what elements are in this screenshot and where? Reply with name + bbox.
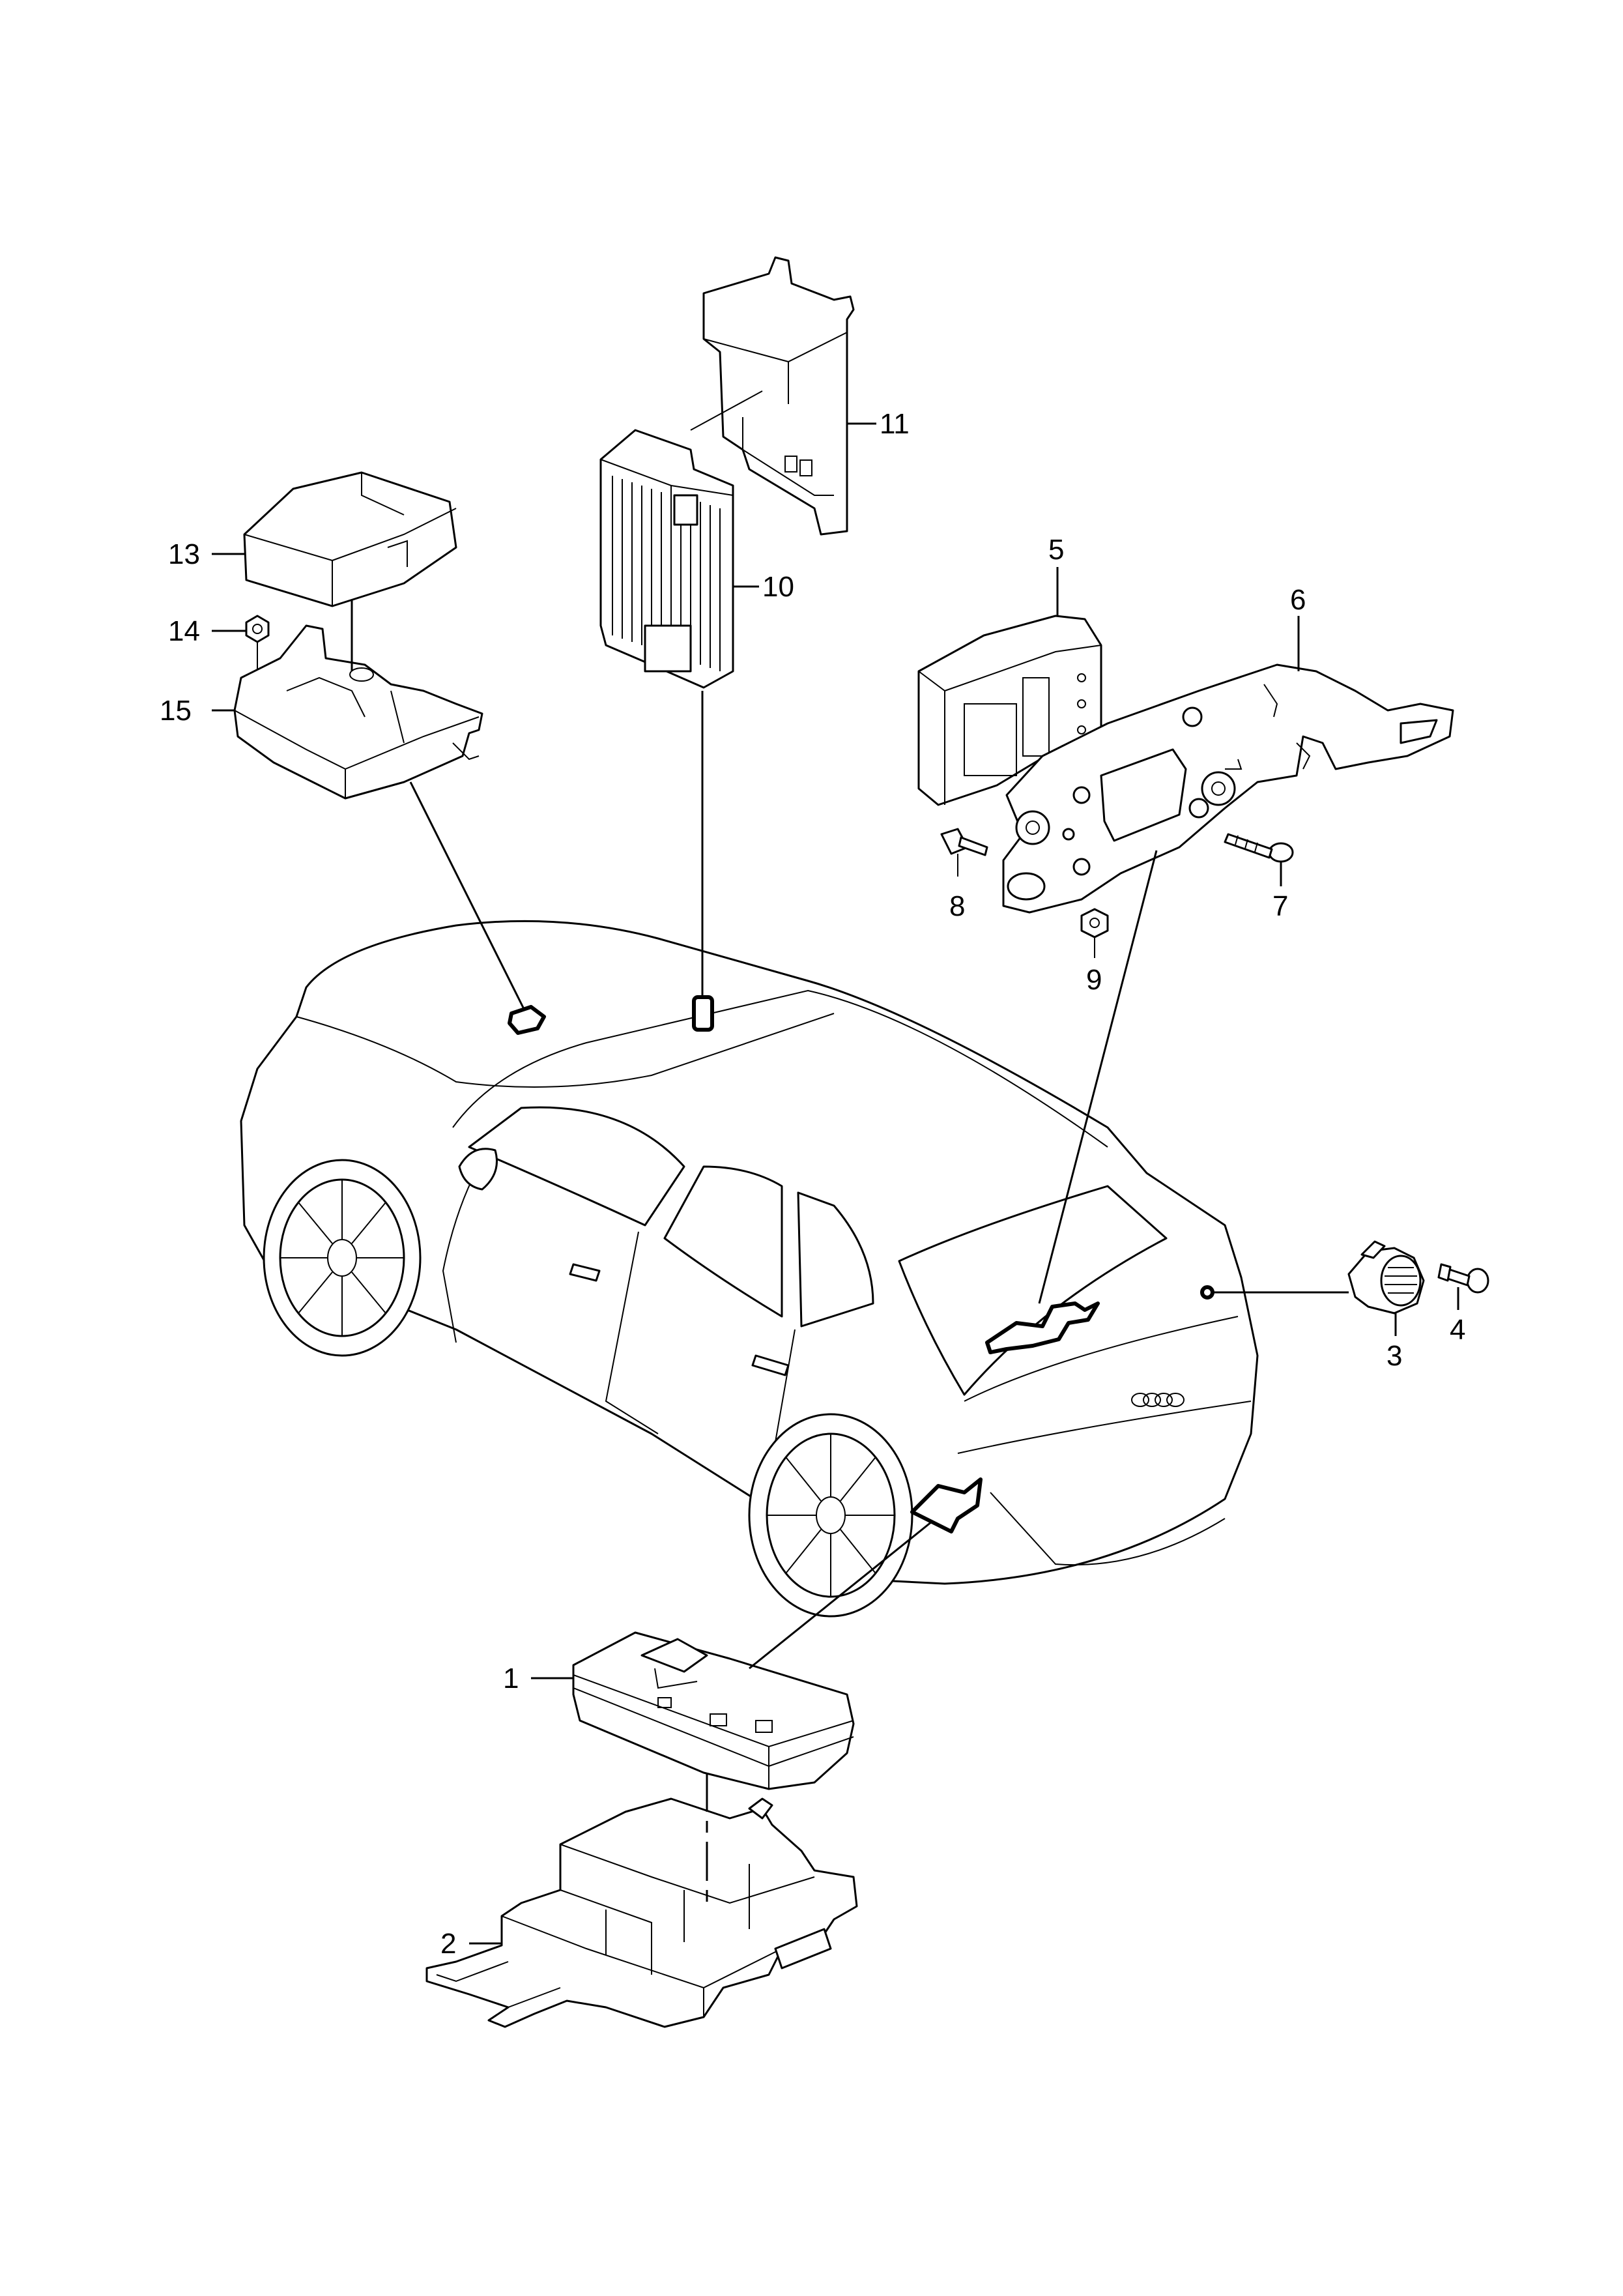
leader-13-15-to-vehicle bbox=[409, 781, 526, 1011]
callout-4: 4 bbox=[1450, 1314, 1465, 1346]
callout-8: 8 bbox=[949, 890, 965, 922]
callout-9: 9 bbox=[1086, 964, 1102, 996]
callout-7: 7 bbox=[1272, 890, 1288, 922]
location-marker-13-15 bbox=[508, 1005, 546, 1035]
part-6-mounting-bracket bbox=[1002, 663, 1454, 914]
part-7-screw bbox=[1224, 833, 1294, 863]
leader-1-to-vehicle bbox=[749, 1520, 932, 1670]
leader-5-6-to-vehicle bbox=[1038, 850, 1158, 1304]
callout-13: 13 bbox=[168, 538, 200, 570]
callout-15: 15 bbox=[160, 695, 192, 727]
part-11-bracket bbox=[690, 256, 855, 536]
part-8-bolt bbox=[940, 828, 988, 877]
location-marker-5-6 bbox=[985, 1301, 1100, 1354]
location-marker-1-2 bbox=[910, 1477, 983, 1533]
part-1-module bbox=[572, 1631, 855, 1790]
part-4-clip bbox=[1437, 1263, 1489, 1294]
location-marker-3 bbox=[1200, 1285, 1214, 1300]
part-2-tray bbox=[425, 1797, 858, 2028]
part-10-module bbox=[599, 429, 734, 689]
location-marker-10-11 bbox=[692, 995, 714, 1032]
callout-2: 2 bbox=[440, 1928, 456, 1960]
callout-10: 10 bbox=[762, 571, 794, 603]
callout-11: 11 bbox=[880, 408, 910, 440]
part-3-sensor bbox=[1347, 1240, 1425, 1315]
leader-lines bbox=[212, 422, 1459, 1945]
callout-6: 6 bbox=[1290, 584, 1306, 616]
brand-logo-rings bbox=[1131, 1393, 1185, 1407]
part-14-nut bbox=[245, 615, 270, 671]
callout-1: 1 bbox=[503, 1663, 519, 1694]
callout-5: 5 bbox=[1048, 534, 1064, 566]
callout-14: 14 bbox=[168, 615, 200, 647]
front-wheel bbox=[263, 1159, 422, 1357]
callout-3: 3 bbox=[1386, 1340, 1402, 1372]
part-13-cover bbox=[243, 471, 457, 607]
vehicle-illustration bbox=[240, 920, 1259, 1618]
callout-labels: 1 2 3 4 5 6 7 8 9 10 11 13 14 15 bbox=[160, 408, 1465, 1960]
part-15-bracket bbox=[233, 624, 483, 800]
part-9-nut bbox=[1080, 908, 1109, 958]
rear-wheel bbox=[748, 1413, 913, 1618]
